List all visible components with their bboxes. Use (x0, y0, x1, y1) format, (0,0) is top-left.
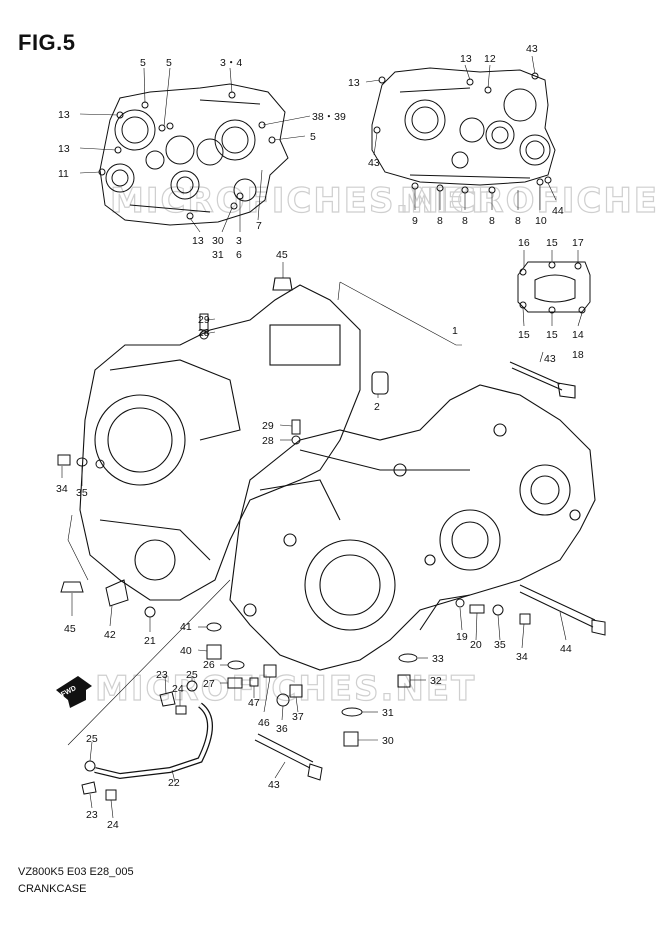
part-label: 28 (198, 327, 210, 339)
part-label: 14 (572, 329, 584, 341)
part-label: 21 (144, 635, 156, 647)
part-label: 8 (437, 215, 443, 227)
part-label: 23 (156, 669, 168, 681)
part-label: 29 (198, 314, 210, 326)
part-label: 40 (180, 645, 192, 657)
part-label: 8 (462, 215, 468, 227)
part-label: 3・4 (220, 57, 242, 69)
part-label: 13 (460, 53, 472, 65)
part-label: 43 (268, 779, 280, 791)
crankcase-left-half-view (98, 83, 289, 226)
part-label: 15 (546, 329, 558, 341)
part-label: 31 (212, 249, 224, 261)
part-label: 33 (432, 653, 444, 665)
part-label: 15 (546, 237, 558, 249)
leader-lines-cover (522, 250, 583, 327)
part-label: 37 (292, 711, 304, 723)
part-label: 10 (535, 215, 547, 227)
part-label: 44 (552, 205, 564, 217)
part-label: 15 (518, 329, 530, 341)
part-label: 35 (494, 639, 506, 651)
part-label: 45 (276, 249, 288, 261)
part-label: 6 (236, 249, 242, 261)
part-label: 45 (64, 623, 76, 635)
part-label: 30 (382, 735, 394, 747)
part-label: 12 (484, 53, 496, 65)
part-label: 26 (203, 659, 215, 671)
fwd-arrow-icon: FWD (56, 676, 92, 708)
part-label: 44 (560, 643, 572, 655)
part-label: 43 (368, 157, 380, 169)
part-label: 9 (412, 215, 418, 227)
part-label: 32 (430, 675, 442, 687)
part-label: 3 (236, 235, 242, 247)
part-label: 43 (526, 43, 538, 55)
crankcase-right-half-view (371, 67, 556, 194)
part-label: 13 (348, 77, 360, 89)
part-label: 25 (186, 669, 198, 681)
model-code-caption: VZ800K5 E03 E28_005 (18, 866, 134, 878)
part-label: 8 (489, 215, 495, 227)
part-label: 5 (166, 57, 172, 69)
part-label: 36 (276, 723, 288, 735)
figure-name-caption: CRANKCASE (18, 883, 87, 895)
part-label: 29 (262, 420, 274, 432)
part-label: 2 (374, 401, 380, 413)
leader-lines-top-left (79, 67, 311, 233)
part-label: 22 (168, 777, 180, 789)
part-label: 13 (58, 143, 70, 155)
part-label: 24 (107, 819, 119, 831)
part-label: 23 (86, 809, 98, 821)
part-label: 7 (256, 220, 262, 232)
part-label: 30 (212, 235, 224, 247)
watermark-bottom: MICROFICHES.NET (95, 669, 476, 709)
part-label: 13 (192, 235, 204, 247)
part-label: 34 (56, 483, 68, 495)
fittings-and-fasteners (57, 313, 606, 801)
part-label: 19 (456, 631, 468, 643)
part-label: 24 (172, 683, 184, 695)
part-label: 1 (452, 325, 458, 337)
part-label: 13 (58, 109, 70, 121)
part-label: 42 (104, 629, 116, 641)
cover-plate-view (517, 261, 591, 314)
part-label: 27 (203, 678, 215, 690)
part-label: 25 (86, 733, 98, 745)
part-label: 47 (248, 697, 260, 709)
part-label: 20 (470, 639, 482, 651)
part-label: 8 (515, 215, 521, 227)
part-label: 5 (310, 131, 316, 143)
watermark-top: MICROFICHES.NET (110, 181, 491, 221)
part-label: 5 (140, 57, 146, 69)
part-label: 16 (518, 237, 530, 249)
part-label: 34 (516, 651, 528, 663)
part-label: 46 (258, 717, 270, 729)
part-label: 43 (544, 353, 556, 365)
part-label: 31 (382, 707, 394, 719)
part-label: 28 (262, 435, 274, 447)
figure-title: FIG.5 (18, 30, 76, 55)
part-label: 17 (572, 237, 584, 249)
part-label: 11 (58, 168, 69, 180)
leader-lines-main (61, 262, 567, 819)
leader-lines-top-right (365, 55, 557, 210)
part-label: 18 (572, 349, 584, 361)
part-label: 41 (180, 621, 192, 633)
part-label: 35 (76, 487, 88, 499)
part-number-labels: 5 5 3・4 13 38・39 5 13 11 7 13 30 3 31 6 … (56, 43, 584, 831)
part-label: 38・39 (312, 111, 346, 123)
